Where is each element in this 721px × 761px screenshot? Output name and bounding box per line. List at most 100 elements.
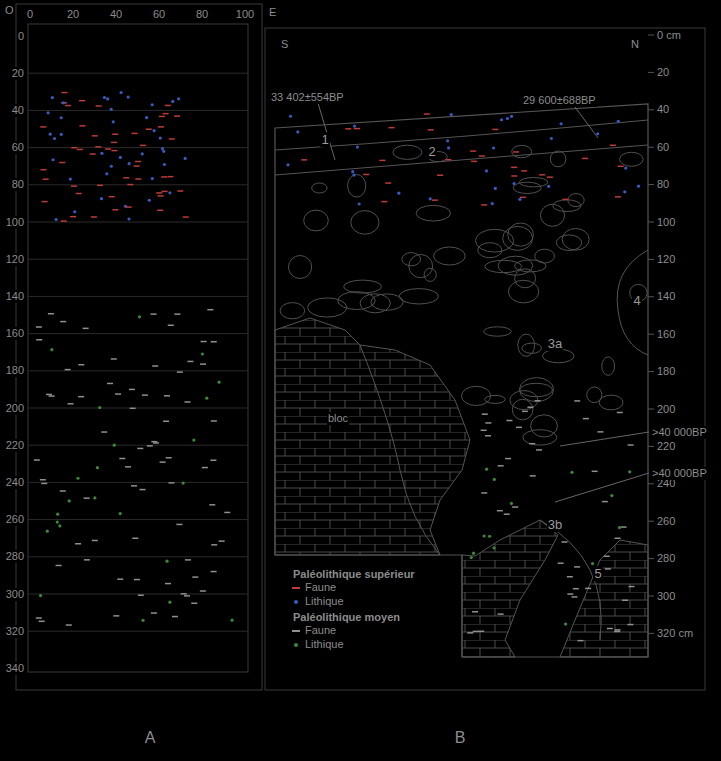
lithique-mark — [100, 197, 103, 200]
clast — [485, 260, 522, 272]
clasts — [280, 145, 647, 445]
faune-mark — [92, 540, 98, 542]
grid-line — [28, 370, 248, 371]
label: Paléolithique moyen — [292, 611, 401, 624]
lithique-mark — [56, 520, 59, 523]
faune-mark — [585, 588, 591, 590]
tick — [648, 446, 654, 447]
lithique-mark — [192, 438, 195, 441]
clast — [510, 391, 538, 410]
label: 1 — [320, 132, 329, 147]
lithique-mark — [60, 133, 63, 136]
lithique-mark — [492, 546, 495, 549]
clast — [371, 294, 403, 310]
faune-mark — [192, 576, 198, 578]
faune-mark — [164, 395, 170, 397]
lithique-mark — [103, 96, 106, 99]
faune-mark — [137, 448, 143, 450]
lithique-mark — [289, 115, 292, 118]
lithique-mark — [119, 91, 122, 94]
limestone-bloc — [275, 318, 470, 555]
lithique-mark — [69, 177, 72, 180]
faune-mark — [577, 640, 583, 642]
label: S — [280, 38, 289, 51]
faune-mark — [131, 485, 137, 487]
faune-mark — [65, 369, 71, 371]
label: Paléolithique supérieur — [292, 568, 416, 581]
faune-mark — [504, 513, 510, 515]
lithique-mark — [73, 210, 76, 213]
faune-mark — [424, 113, 430, 115]
faune-mark — [166, 457, 172, 459]
faune-mark — [61, 102, 67, 104]
faune-mark — [95, 146, 101, 148]
lithique-mark — [488, 535, 491, 538]
faune-mark — [66, 624, 72, 626]
faune-mark — [46, 394, 52, 396]
label: 29 600±688BP — [522, 94, 597, 107]
lithique-mark — [184, 157, 187, 160]
faune-mark — [39, 621, 45, 623]
lithique-mark — [637, 185, 640, 188]
faune-mark — [112, 209, 118, 211]
tick — [648, 147, 654, 148]
lithique-mark — [506, 117, 509, 120]
faune-mark — [529, 443, 535, 445]
faune-mark — [61, 92, 67, 94]
faune-mark — [169, 138, 175, 140]
faune-mark — [562, 199, 568, 201]
faune-mark — [185, 559, 191, 561]
faune-mark — [151, 313, 157, 315]
faune-mark — [602, 501, 608, 503]
faune-mark — [571, 596, 577, 598]
lithique-mark — [494, 187, 497, 190]
faune-mark — [184, 595, 190, 597]
label: 60 — [152, 8, 166, 21]
clast — [522, 343, 542, 353]
faune-mark — [492, 129, 498, 131]
faune-mark — [147, 445, 153, 447]
faune-mark — [604, 556, 610, 558]
faune-mark — [140, 145, 146, 147]
label: A — [144, 729, 157, 747]
faune-mark — [428, 129, 434, 131]
legend-swatch — [292, 587, 300, 589]
clast — [550, 151, 566, 167]
legend-text: Faune — [305, 624, 336, 637]
label: 40 — [656, 103, 670, 116]
faune-mark — [363, 174, 369, 176]
faune-mark — [621, 526, 627, 528]
lithique-mark — [628, 470, 631, 473]
clast — [568, 194, 584, 207]
faune-mark — [530, 475, 536, 477]
lithique-mark — [151, 177, 154, 180]
faune-mark — [111, 358, 117, 360]
clast — [512, 145, 532, 157]
tick — [648, 521, 654, 522]
tick — [648, 596, 654, 597]
lithique-mark — [397, 192, 400, 195]
tick — [648, 483, 654, 484]
faune-mark — [567, 593, 573, 595]
lithique-mark — [62, 101, 65, 104]
grid-line — [28, 556, 248, 557]
faune-mark — [628, 444, 634, 446]
faune-mark — [36, 339, 42, 341]
faune-mark — [61, 220, 67, 222]
lithique-mark — [98, 406, 101, 409]
faune-mark — [505, 458, 511, 460]
plot-frame — [28, 24, 248, 672]
faune-mark — [126, 206, 132, 208]
faune-mark — [615, 538, 621, 540]
lithique-mark — [145, 116, 148, 119]
clast — [553, 200, 581, 212]
label: >40 000BP — [651, 426, 708, 439]
lithique-mark — [49, 133, 52, 136]
label: 20 — [66, 8, 80, 21]
faune-mark — [162, 191, 168, 193]
faune-mark — [132, 133, 138, 135]
faune-mark — [140, 489, 146, 491]
faune-mark — [77, 149, 83, 151]
lithique-mark — [162, 150, 165, 153]
faune-mark — [219, 540, 225, 542]
